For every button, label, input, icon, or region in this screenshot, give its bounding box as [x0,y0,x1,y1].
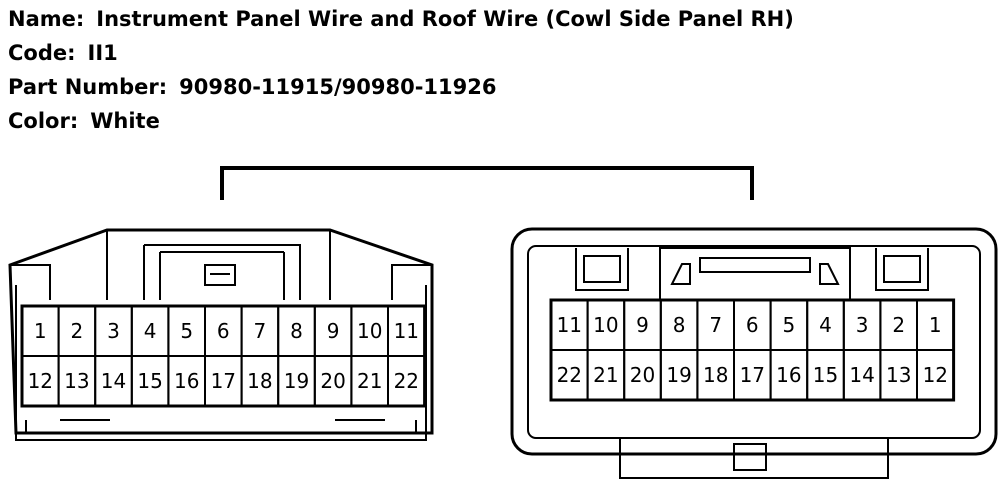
right-guide-right-slot [883,255,921,283]
left-pin-label: 7 [254,319,267,343]
left-lock-inner [159,251,285,300]
left-pin-label: 1 [34,319,47,343]
left-connector-base [15,285,427,441]
right-pin-label: 14 [849,363,874,387]
right-pin-label: 17 [740,363,765,387]
left-pin-label: 19 [284,369,309,393]
right-pin-label: 10 [593,313,618,337]
left-pin-label: 21 [357,369,382,393]
left-pin-label: 6 [217,319,230,343]
right-pin-label: 3 [856,313,869,337]
left-pin-label: 22 [394,369,419,393]
left-pin-label: 20 [320,369,345,393]
right-pin-label: 7 [709,313,722,337]
right-guide-left [575,248,629,291]
right-pin-label: 9 [636,313,649,337]
name-line: Name: Instrument Panel Wire and Roof Wire… [8,2,794,36]
right-connector-housing [510,227,998,456]
right-lock-bar [699,257,811,273]
right-pin-label: 15 [813,363,838,387]
right-pin-label: 6 [746,313,759,337]
right-pin-label: 8 [673,313,686,337]
right-pin-label: 11 [557,313,582,337]
right-pin-label: 13 [886,363,911,387]
name-value: Instrument Panel Wire and Roof Wire (Cow… [96,7,794,31]
left-connector-ribs [106,230,331,300]
left-pin-label: 10 [357,319,382,343]
right-pin-label: 18 [703,363,728,387]
left-pin-cell [387,355,426,407]
right-pin-label: 12 [923,363,948,387]
right-pin-label: 5 [783,313,796,337]
color-value: White [90,109,160,133]
left-pin-label: 13 [64,369,89,393]
right-pin-label: 4 [819,313,832,337]
right-guide-right [875,248,929,291]
connector-info: Name: Instrument Panel Wire and Roof Wire… [8,2,794,138]
left-pin-label: 3 [107,319,120,343]
right-pin-label: 21 [593,363,618,387]
left-pin-label: 8 [290,319,303,343]
left-pin-label: 18 [247,369,272,393]
right-pin-label: 19 [666,363,691,387]
left-connector-shoulders [10,264,432,300]
left-connector-feet [25,419,417,433]
left-pin-label: 2 [71,319,84,343]
right-pin-label: 1 [929,313,942,337]
right-connector-inner-wall [527,245,981,439]
right-pin-label: 2 [892,313,905,337]
name-label: Name: [8,7,85,31]
part-number-value: 90980-11915/90980-11926 [179,75,497,99]
right-pin-label: 20 [630,363,655,387]
left-pin-label: 12 [28,369,53,393]
left-pin-label: 17 [211,369,236,393]
left-pin-label: 15 [137,369,162,393]
left-pin-label: 16 [174,369,199,393]
color-line: Color: White [8,104,794,138]
left-lock-frame [143,244,301,300]
part-number-line: Part Number: 90980-11915/90980-11926 [8,70,794,104]
left-pin-label: 11 [394,319,419,343]
left-pin-label: 5 [180,319,193,343]
right-lock-frame [659,247,851,300]
right-lock-catches [670,263,840,285]
right-guide-left-slot [583,255,621,283]
code-label: Code: [8,41,76,65]
right-pin-cell [916,349,955,401]
right-connector-bottom-lug [619,438,889,479]
right-pin-label: 22 [557,363,582,387]
left-lock-tab [204,264,236,286]
part-number-label: Part Number: [8,75,168,99]
color-label: Color: [8,109,79,133]
left-pin-label: 4 [144,319,157,343]
code-value: II1 [87,41,118,65]
left-pin-label: 14 [101,369,126,393]
left-pin-label: 9 [327,319,340,343]
right-connector-key [733,443,767,471]
right-pin-label: 16 [776,363,801,387]
view-pair-bracket [220,166,754,200]
code-line: Code: II1 [8,36,794,70]
